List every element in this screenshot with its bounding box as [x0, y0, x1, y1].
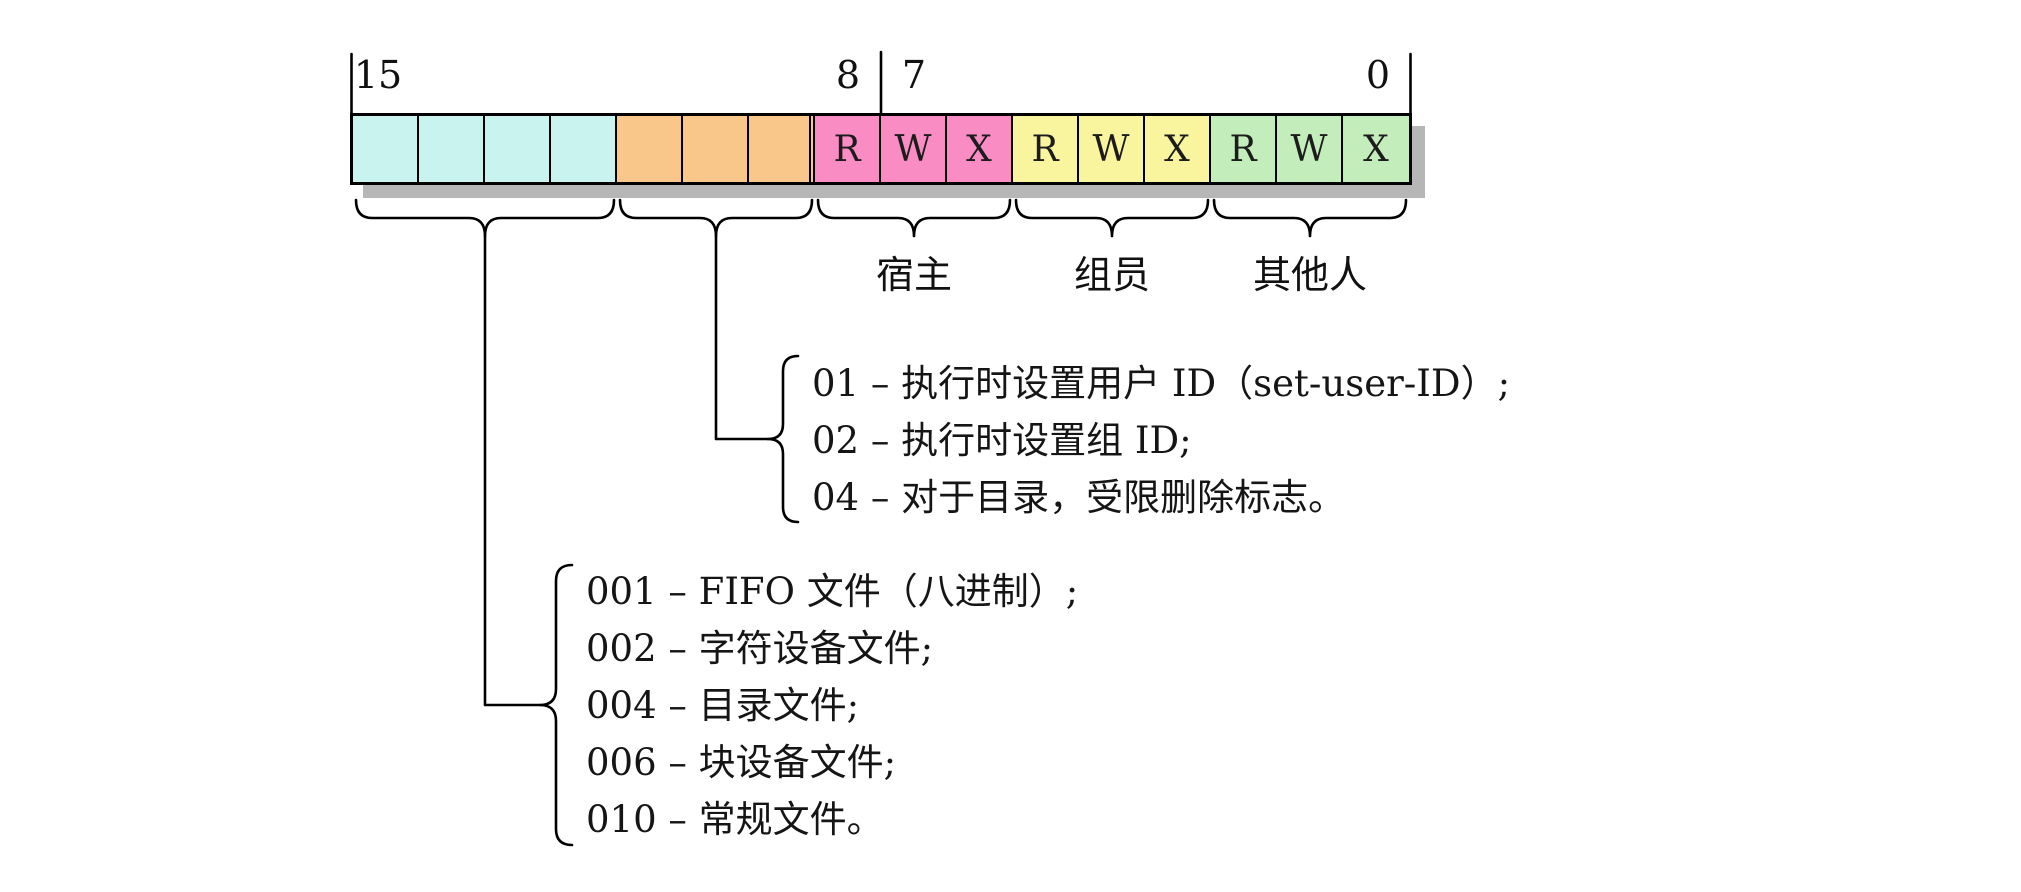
group-members-label: 组员	[1073, 253, 1151, 297]
owner-write-cell: W	[881, 116, 947, 182]
owner-group-label: 宿主	[875, 253, 953, 297]
underbrace-file-type	[354, 198, 616, 238]
other-exec-cell: X	[1343, 116, 1409, 182]
connector-set-id	[714, 234, 770, 441]
group-read-cell: R	[1013, 116, 1079, 182]
file-type-legend-item: 002 – 字符设备文件;	[586, 627, 934, 670]
set-id-legend-item: 01 – 执行时设置用户 ID（set-user-ID）;	[812, 362, 1511, 405]
underbrace-other	[1212, 198, 1408, 238]
group-exec-cell: X	[1145, 116, 1211, 182]
others-label: 其他人	[1252, 253, 1368, 297]
connector-file-type	[483, 234, 542, 707]
owner-exec-cell: X	[947, 116, 1013, 182]
file-type-legend-item: 001 – FIFO 文件（八进制）;	[586, 570, 1079, 613]
set-id-legend: 01 – 执行时设置用户 ID（set-user-ID）; 02 – 执行时设置…	[812, 355, 1510, 526]
file-type-legend-item: 010 – 常规文件。	[586, 798, 884, 841]
bit-label-15: 15	[353, 53, 403, 97]
file-type-legend-item: 006 – 块设备文件;	[586, 741, 897, 784]
mode-bits-row: R W X R W X R W X	[350, 113, 1412, 185]
group-write-cell: W	[1079, 116, 1145, 182]
brace-file-type-legend	[538, 563, 574, 847]
file-type-legend-item: 004 – 目录文件;	[586, 684, 860, 727]
set-id-bit-cell	[749, 116, 815, 182]
bit-label-7: 7	[901, 53, 927, 97]
file-type-bit-cell	[419, 116, 485, 182]
bit-label-8: 8	[835, 53, 861, 97]
file-type-bit-cell	[353, 116, 419, 182]
underbrace-owner	[816, 198, 1012, 238]
other-write-cell: W	[1277, 116, 1343, 182]
bit-label-0: 0	[1365, 53, 1391, 97]
brace-set-id-legend	[766, 354, 800, 524]
other-read-cell: R	[1211, 116, 1277, 182]
owner-read-cell: R	[815, 116, 881, 182]
set-id-bit-cell	[683, 116, 749, 182]
set-id-legend-item: 04 – 对于目录，受限删除标志。	[812, 476, 1346, 519]
file-type-bit-cell	[551, 116, 617, 182]
file-type-legend: 001 – FIFO 文件（八进制）; 002 – 字符设备文件; 004 – …	[586, 563, 1078, 848]
underbrace-set-id	[618, 198, 814, 238]
underbrace-group	[1014, 198, 1210, 238]
file-type-bit-cell	[485, 116, 551, 182]
set-id-bit-cell	[617, 116, 683, 182]
set-id-legend-item: 02 – 执行时设置组 ID;	[812, 419, 1192, 462]
